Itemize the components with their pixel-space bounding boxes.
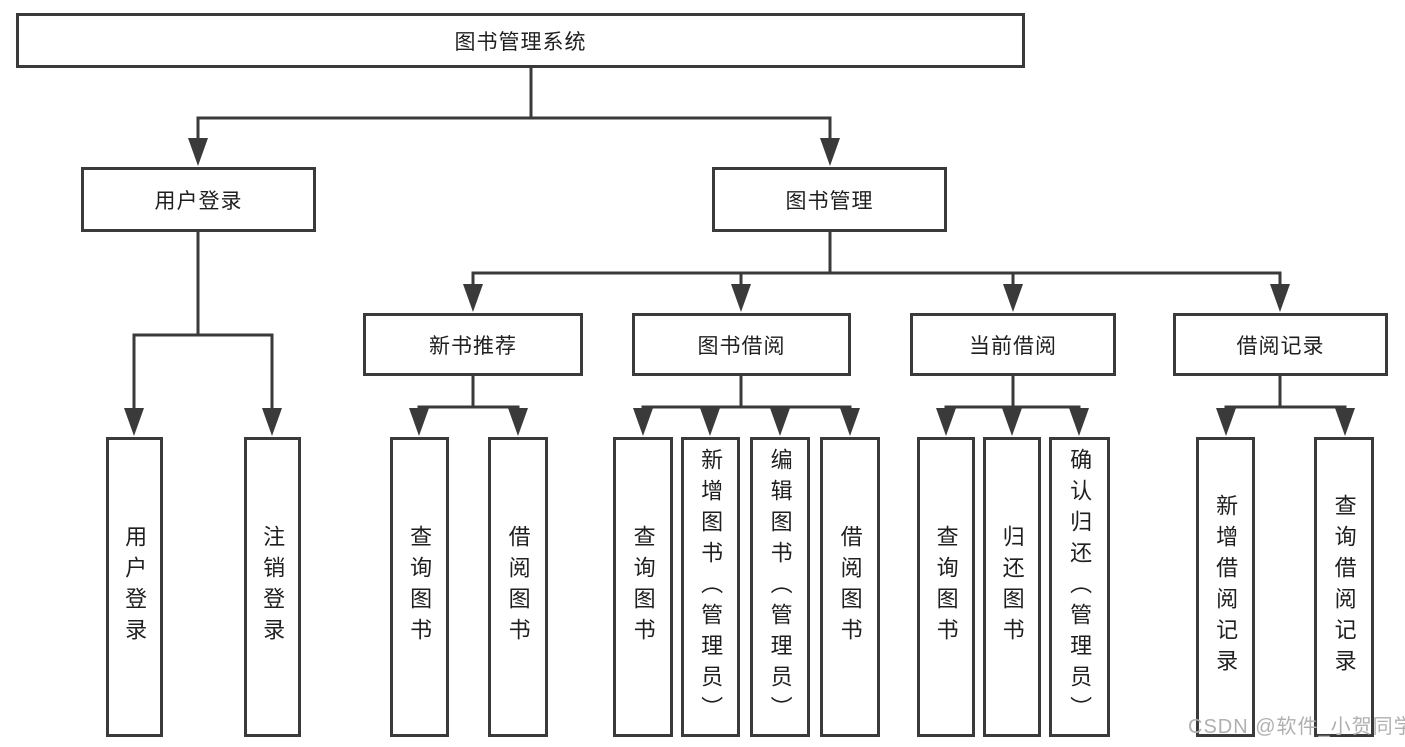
node-label: 查询图书 [630, 525, 656, 649]
node-book-borrow: 图书借阅 [632, 313, 851, 376]
connector-borrowrecord-to-leaves [1224, 374, 1347, 415]
leaf-query-borrow-record: 查询借阅记录 [1314, 437, 1374, 737]
arrowhead [1216, 408, 1236, 436]
node-label: 归还图书 [999, 525, 1025, 649]
node-label: 用户登录 [122, 525, 148, 649]
arrowhead [1335, 408, 1355, 436]
arrowhead [731, 284, 751, 312]
connector-newbook-to-leaves [417, 374, 520, 415]
arrowhead [840, 408, 860, 436]
leaf-return-book: 归还图书 [983, 437, 1041, 737]
connector-bookborrow-to-leaves [641, 374, 852, 415]
arrowhead [820, 138, 840, 166]
node-label: 注销登录 [260, 525, 286, 649]
node-label: 确认归还（管理员） [1067, 447, 1093, 727]
leaf-query-book-recommend: 查询图书 [390, 437, 449, 737]
node-label: 查询借阅记录 [1331, 494, 1357, 680]
arrowhead [936, 408, 956, 436]
node-borrow-records: 借阅记录 [1173, 313, 1388, 376]
arrowhead [1270, 284, 1290, 312]
leaf-add-book-admin: 新增图书（管理员） [681, 437, 740, 737]
leaf-borrow-book: 借阅图书 [820, 437, 880, 737]
leaf-confirm-return-admin: 确认归还（管理员） [1049, 437, 1110, 737]
arrowhead [463, 284, 483, 312]
leaf-logout: 注销登录 [244, 437, 301, 737]
leaf-add-borrow-record: 新增借阅记录 [1196, 437, 1255, 737]
leaf-user-login: 用户登录 [106, 437, 163, 737]
connector-root-to-level2 [196, 66, 832, 144]
arrowhead [1002, 408, 1022, 436]
node-label: 图书管理 [785, 189, 874, 213]
node-user-login: 用户登录 [81, 167, 316, 232]
node-label: 图书管理系统 [454, 30, 587, 54]
node-book-management: 图书管理 [712, 167, 947, 232]
node-label: 图书借阅 [697, 334, 786, 358]
arrowhead [1003, 284, 1023, 312]
node-label: 查询图书 [407, 525, 433, 649]
arrowhead [770, 408, 790, 436]
connector-currentborrow-to-leaves [944, 374, 1081, 415]
arrowhead [409, 408, 429, 436]
node-label: 编辑图书（管理员） [767, 447, 793, 727]
arrowhead [508, 408, 528, 436]
arrowhead [700, 408, 720, 436]
node-label: 查询图书 [933, 525, 959, 649]
node-label: 用户登录 [154, 189, 243, 213]
leaf-edit-book-admin: 编辑图书（管理员） [750, 437, 810, 737]
node-label: 借阅记录 [1236, 334, 1325, 358]
node-library-system: 图书管理系统 [16, 13, 1025, 68]
arrowheads [124, 138, 1355, 436]
leaf-query-book-current: 查询图书 [917, 437, 975, 737]
node-current-borrow: 当前借阅 [910, 313, 1116, 376]
node-label: 借阅图书 [837, 525, 863, 649]
arrowhead [188, 138, 208, 166]
node-new-book-recommend: 新书推荐 [363, 313, 583, 376]
connector-bookmgmt-to-level3 [471, 230, 1282, 290]
node-label: 新增图书（管理员） [698, 447, 724, 727]
node-label: 当前借阅 [969, 334, 1057, 358]
node-label: 借阅图书 [505, 525, 531, 649]
node-label: 新书推荐 [429, 334, 517, 358]
node-label: 新增借阅记录 [1213, 494, 1239, 680]
arrowhead [262, 408, 282, 436]
arrowhead [633, 408, 653, 436]
leaf-query-book-borrow: 查询图书 [613, 437, 673, 737]
watermark: CSDN @软件_小贺同学 [1188, 716, 1405, 738]
connector-userlogin-to-leaves [132, 230, 274, 414]
arrowhead [124, 408, 144, 436]
arrowhead [1069, 408, 1089, 436]
leaf-borrow-book-recommend: 借阅图书 [488, 437, 548, 737]
